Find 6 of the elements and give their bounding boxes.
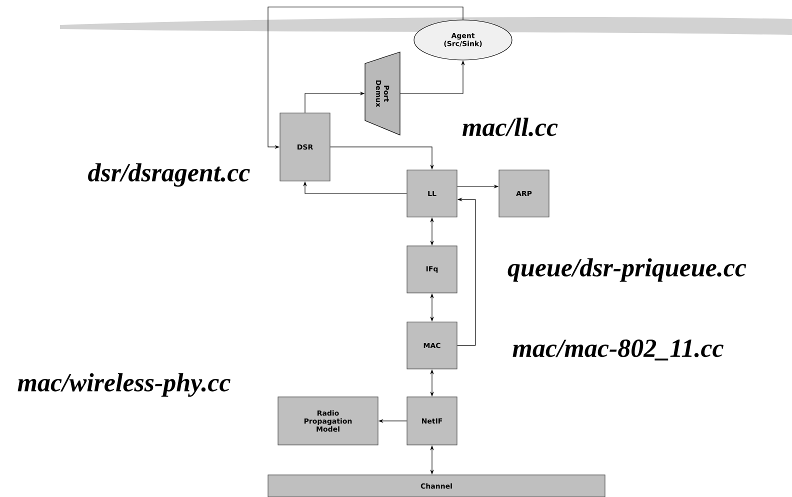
file-path-label: mac/ll.cc (462, 118, 558, 136)
file-path-label: mac/mac-802_11.cc (512, 340, 724, 360)
file-path-label: queue/dsr-priqueue.cc (508, 258, 746, 282)
arrow (457, 198, 476, 346)
file-path-label: dsr/dsragent.cc (88, 163, 250, 187)
file-path-label: mac/wireless-phy.cc (18, 373, 230, 397)
